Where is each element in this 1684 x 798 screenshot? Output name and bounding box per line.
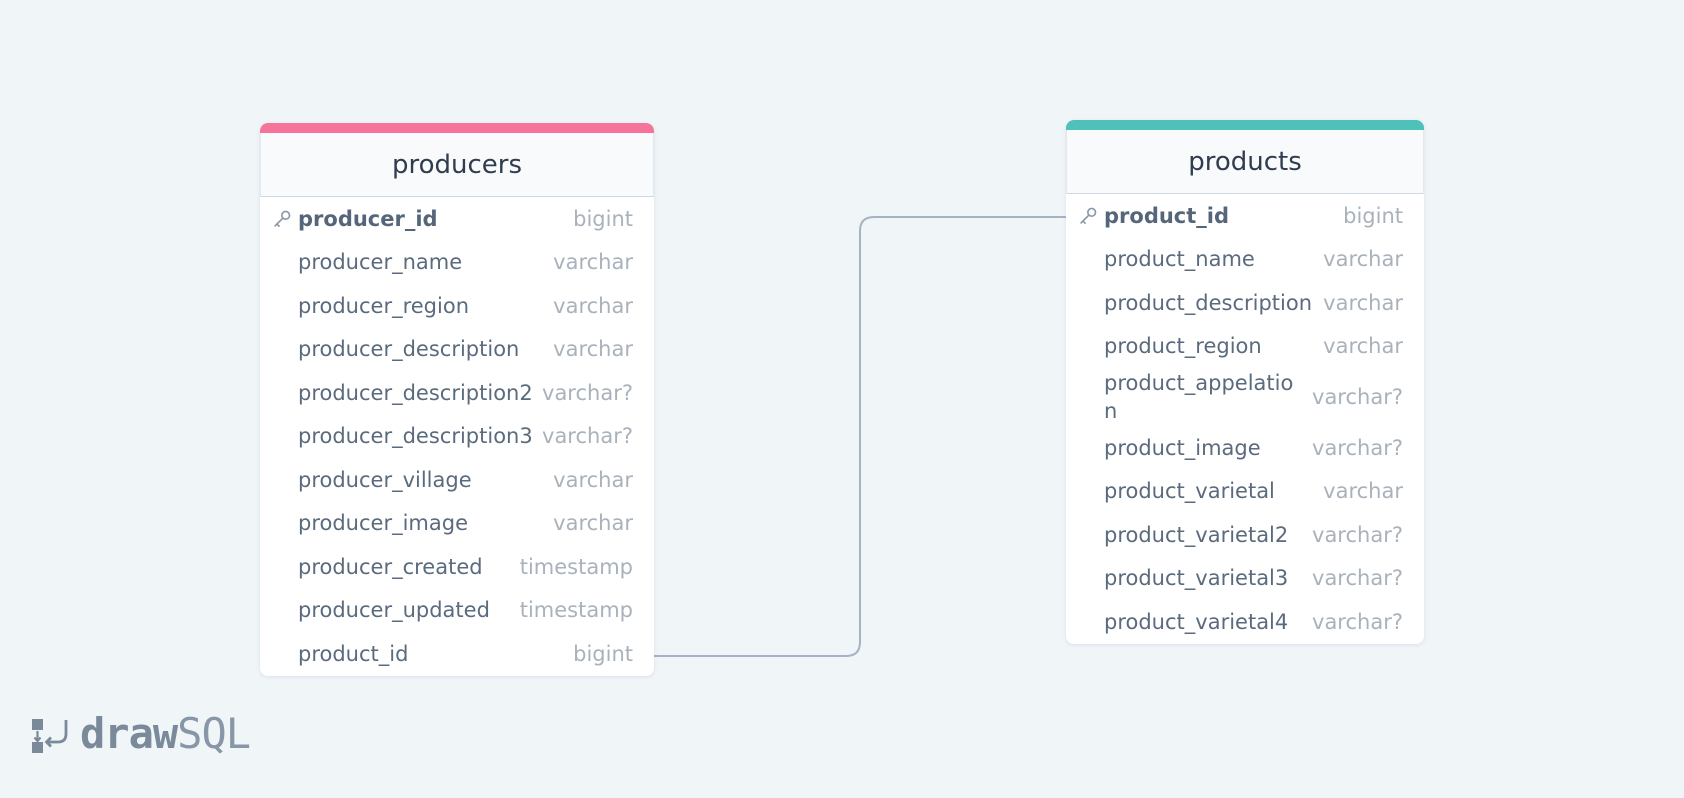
- column-row[interactable]: producer_description2 varchar?: [260, 371, 654, 415]
- table-accent-bar: [1066, 120, 1424, 130]
- column-row[interactable]: product_varietal3 varchar?: [1066, 557, 1424, 601]
- column-row[interactable]: producer_name varchar: [260, 241, 654, 285]
- column-name: producer_created: [298, 554, 483, 579]
- column-type: varchar?: [542, 380, 633, 405]
- column-type: varchar?: [1312, 385, 1403, 409]
- column-row[interactable]: producer_region varchar: [260, 284, 654, 328]
- column-name: producer_id: [298, 206, 438, 231]
- column-type: varchar: [1323, 247, 1403, 272]
- column-type: bigint: [1343, 203, 1403, 228]
- column-name: product_name: [1104, 247, 1255, 272]
- column-name: producer_name: [298, 250, 463, 275]
- column-type: bigint: [573, 641, 633, 666]
- column-row[interactable]: product_image varchar?: [1066, 426, 1424, 470]
- column-type: timestamp: [519, 554, 633, 579]
- key-icon: [1080, 207, 1097, 224]
- column-type: varchar: [1323, 290, 1403, 315]
- column-type: varchar?: [1312, 522, 1403, 547]
- column-type: varchar: [553, 467, 633, 492]
- column-type: varchar: [553, 293, 633, 318]
- column-name: producer_village: [298, 467, 472, 492]
- column-name: product_varietal2: [1104, 522, 1289, 547]
- column-name: product_varietal3: [1104, 566, 1289, 591]
- table-title: products: [1188, 146, 1302, 177]
- column-list: producer_id bigint producer_name varchar…: [260, 197, 654, 676]
- table-producers[interactable]: producers producer_id bigint producer_na…: [260, 123, 654, 676]
- relationship-line[interactable]: [654, 216, 1066, 657]
- column-list: product_id bigint product_name varchar p…: [1066, 194, 1424, 644]
- key-icon: [274, 210, 291, 227]
- column-name: producer_updated: [298, 598, 490, 623]
- table-accent-bar: [260, 123, 654, 133]
- column-row[interactable]: product_id bigint: [1066, 194, 1424, 238]
- column-name: product_appelation: [1104, 371, 1294, 423]
- column-name: product_region: [1104, 334, 1262, 359]
- drawsql-logo-icon: [32, 718, 68, 753]
- column-type: timestamp: [519, 598, 633, 623]
- column-name: producer_description: [298, 337, 520, 362]
- column-type: bigint: [573, 206, 633, 231]
- column-name: product_id: [1104, 203, 1230, 228]
- column-row[interactable]: product_varietal4 varchar?: [1066, 600, 1424, 644]
- column-row[interactable]: producer_created timestamp: [260, 545, 654, 589]
- column-type: varchar: [553, 337, 633, 362]
- column-name: product_description: [1104, 290, 1313, 315]
- column-name: product_image: [1104, 435, 1261, 460]
- table-products[interactable]: products product_id bigint product_name …: [1066, 120, 1424, 644]
- column-name: producer_region: [298, 293, 470, 318]
- column-row[interactable]: producer_updated timestamp: [260, 589, 654, 633]
- column-row[interactable]: producer_village varchar: [260, 458, 654, 502]
- column-row[interactable]: producer_description3 varchar?: [260, 415, 654, 459]
- column-row[interactable]: producer_image varchar: [260, 502, 654, 546]
- column-type: varchar?: [542, 424, 633, 449]
- table-header[interactable]: producers: [260, 133, 654, 197]
- column-row[interactable]: product_region varchar: [1066, 325, 1424, 369]
- column-type: varchar: [1323, 479, 1403, 504]
- column-row[interactable]: producer_description varchar: [260, 328, 654, 372]
- column-type: varchar: [553, 511, 633, 536]
- column-type: varchar?: [1312, 435, 1403, 460]
- column-row[interactable]: product_description varchar: [1066, 281, 1424, 325]
- column-name: product_varietal4: [1104, 609, 1289, 634]
- column-name: product_id: [298, 641, 409, 666]
- column-row[interactable]: product_id bigint: [260, 632, 654, 676]
- column-type: varchar: [553, 250, 633, 275]
- table-header[interactable]: products: [1066, 130, 1424, 194]
- column-row[interactable]: product_appelation varchar?: [1066, 368, 1424, 426]
- column-name: producer_description2: [298, 380, 533, 405]
- column-type: varchar: [1323, 334, 1403, 359]
- logo-text-draw: draw: [80, 709, 178, 758]
- column-type: varchar?: [1312, 609, 1403, 634]
- column-row[interactable]: product_varietal2 varchar?: [1066, 513, 1424, 557]
- column-name: product_varietal: [1104, 479, 1275, 504]
- column-row[interactable]: product_name varchar: [1066, 238, 1424, 282]
- logo-text-sql: SQL: [177, 709, 251, 758]
- table-title: producers: [391, 149, 523, 180]
- column-row[interactable]: product_varietal varchar: [1066, 470, 1424, 514]
- column-name: producer_description3: [298, 424, 533, 449]
- column-name: producer_image: [298, 511, 468, 536]
- column-row[interactable]: producer_id bigint: [260, 197, 654, 241]
- column-type: varchar?: [1312, 566, 1403, 591]
